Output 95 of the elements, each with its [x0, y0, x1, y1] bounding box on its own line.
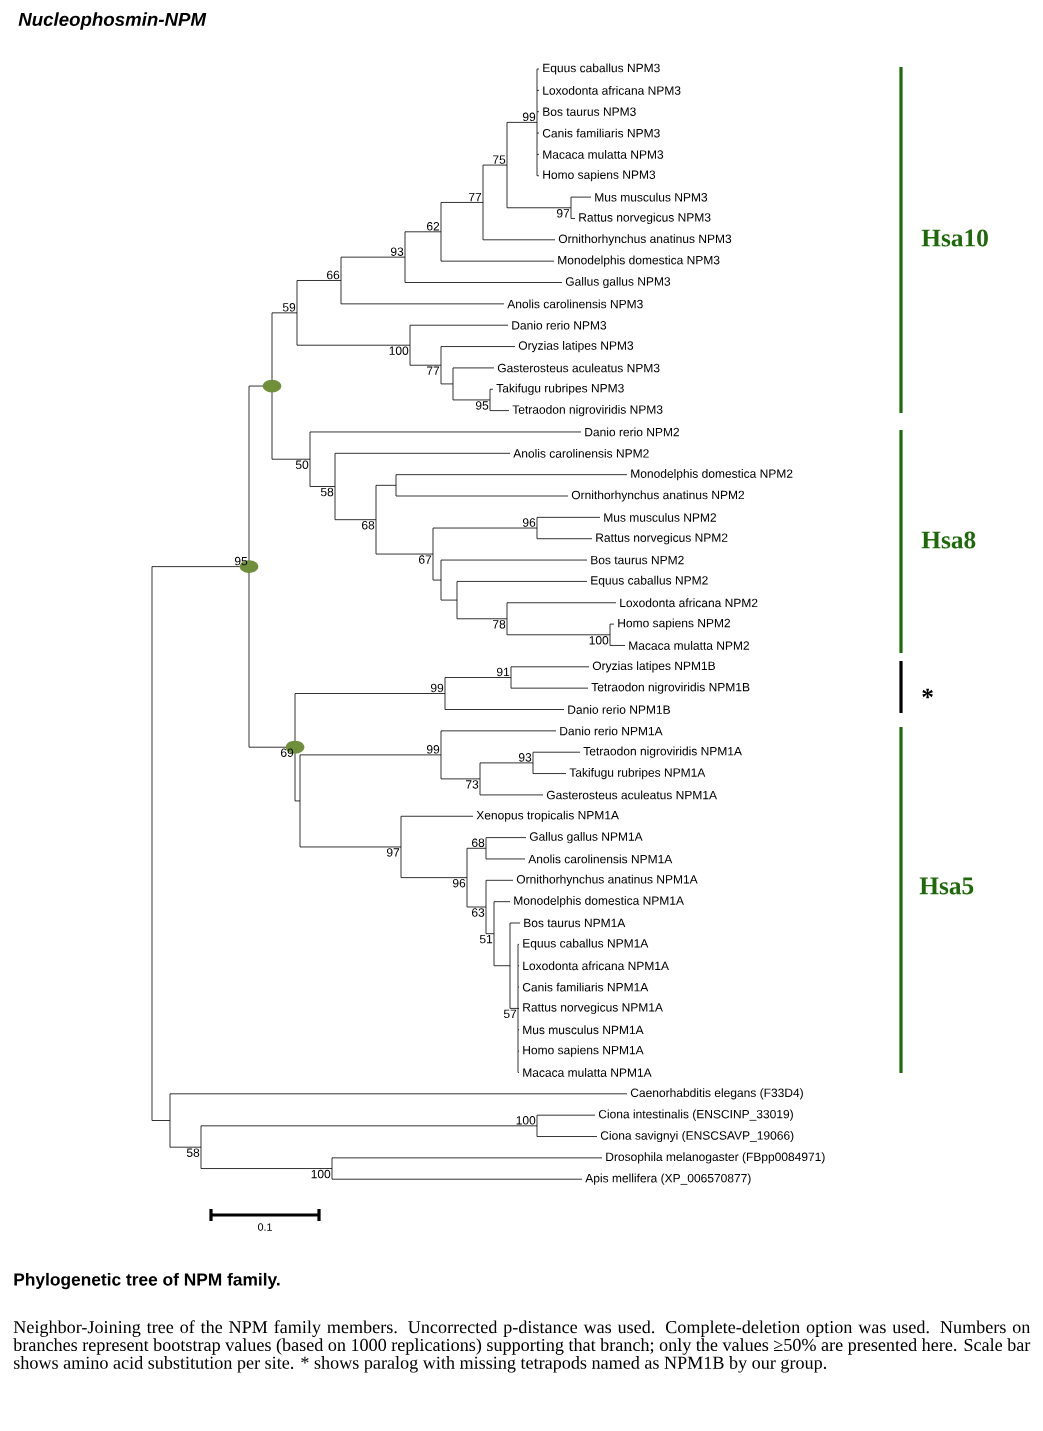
- taxon-label: Mus musculus NPM1A: [523, 1025, 644, 1035]
- taxon-label: Rattus norvegicus NPM3: [579, 212, 711, 225]
- taxon-label: Ornithorhynchus anatinus NPM3: [558, 234, 732, 246]
- taxon-label: Ciona savignyi (ENSCSAVP_19066): [600, 1130, 794, 1143]
- taxon-label: Gallus gallus NPM1A: [529, 832, 643, 844]
- bootstrap-value: 78: [493, 620, 506, 629]
- taxon-label: Oryzias latipes NPM1B: [592, 661, 715, 673]
- bootstrap-value: 68: [362, 520, 375, 530]
- taxon-label: Gasterosteus aculeatus NPM3: [497, 363, 660, 373]
- clade-label: Hsa5: [919, 877, 974, 895]
- taxon-label: Monodelphis domestica NPM2: [631, 469, 793, 481]
- bootstrap-value: 91: [496, 667, 510, 677]
- bootstrap-value: 99: [522, 112, 536, 122]
- taxon-label: Macaca mulatta NPM1A: [523, 1068, 652, 1077]
- taxon-label: Takifugu rubripes NPM1A: [569, 767, 706, 780]
- taxon-label: Canis familiaris NPM3: [542, 128, 660, 138]
- taxon-label: Homo sapiens NPM1A: [523, 1045, 644, 1057]
- taxon-label: Danio rerio NPM1B: [568, 705, 670, 714]
- bootstrap-value: 93: [390, 247, 404, 256]
- taxon-label: Apis mellifera (XP_006570877): [585, 1173, 751, 1185]
- taxon-label: Tetraodon nigroviridis NPM1A: [583, 746, 742, 758]
- bootstrap-value: 75: [493, 155, 506, 164]
- bootstrap-value: 77: [427, 366, 440, 375]
- taxon-label: Loxodonta africana NPM3: [543, 85, 681, 95]
- taxon-label: Macaca mulatta NPM2: [629, 641, 749, 650]
- taxon-label: Monodelphis domestica NPM1A: [514, 896, 684, 908]
- bootstrap-value: 62: [427, 222, 440, 231]
- bootstrap-value: 69: [281, 748, 294, 757]
- bootstrap-value: 57: [503, 1009, 517, 1019]
- caption-text: Neighbor-Joining tree of the NPM family members. Uncorrected p-distance was used. Complete-deletion option was used. Numbers on branches represent bootstrap values (based on 1000 replications) supporting that branch; only the values ≥50% are presented here. Scale bar shows amino acid substitution per site. * shows paralog with missing tetrapods named as NPM1B by our group.: [13, 1320, 1031, 1373]
- taxon-label: Loxodonta africana NPM2: [620, 598, 758, 608]
- taxon-label: Mus musculus NPM3: [595, 192, 708, 202]
- taxon-label: Bos taurus NPM1A: [524, 918, 626, 928]
- bootstrap-value: 67: [419, 555, 432, 564]
- taxon-label: Anolis carolinensis NPM1A: [528, 854, 673, 864]
- taxon-label: Ciona intestinalis (ENSCINP_33019): [598, 1109, 793, 1121]
- scale-label: 0.1: [258, 1223, 272, 1231]
- taxon-label: Homo sapiens NPM2: [618, 618, 730, 630]
- title: Nucleophosmin-NPM: [18, 12, 207, 30]
- taxon-label: Drosophila melanogaster (FBpp0084971): [606, 1152, 825, 1164]
- taxon-label: Rattus norvegicus NPM2: [596, 533, 728, 545]
- taxon-label: Tetraodon nigroviridis NPM1B: [591, 682, 750, 694]
- taxon-label: Ornithorhynchus anatinus NPM1A: [516, 874, 698, 886]
- bootstrap-value: 59: [282, 303, 296, 312]
- caption-heading: Phylogenetic tree of NPM family.: [14, 1272, 280, 1290]
- bootstrap-value: 68: [472, 838, 485, 848]
- bootstrap-value: 93: [518, 753, 532, 762]
- bootstrap-value: 100: [311, 1169, 331, 1179]
- bootstrap-value: 96: [452, 878, 466, 888]
- bootstrap-value: 100: [589, 636, 609, 645]
- taxon-label: Equus caballus NPM3: [543, 63, 660, 75]
- taxon-label: Canis familiaris NPM1A: [522, 982, 649, 992]
- bootstrap-value: 100: [389, 346, 409, 355]
- taxon-label: Takifugu rubripes NPM3: [496, 383, 624, 395]
- taxon-label: Mus musculus NPM2: [604, 512, 716, 522]
- taxon-label: Xenopus tropicalis NPM1A: [476, 810, 619, 822]
- bootstrap-value: 97: [556, 209, 570, 218]
- clade-label: *: [922, 688, 933, 699]
- bootstrap-value: 96: [522, 518, 536, 527]
- bootstrap-value: 51: [479, 934, 493, 944]
- bootstrap-value: 63: [472, 908, 485, 917]
- bootstrap-value: 77: [469, 192, 482, 202]
- taxon-label: Bos taurus NPM3: [543, 107, 636, 116]
- taxon-label: Tetraodon nigroviridis NPM3: [512, 405, 663, 417]
- bootstrap-value: 58: [320, 487, 334, 497]
- clade-label: Hsa10: [921, 229, 988, 247]
- taxon-label: Rattus norvegicus NPM1A: [523, 1002, 663, 1014]
- taxon-label: Equus caballus NPM1A: [523, 938, 649, 950]
- taxon-label: Ornithorhynchus anatinus NPM2: [571, 490, 745, 502]
- bootstrap-value: 95: [475, 401, 489, 410]
- taxon-label: Homo sapiens NPM3: [543, 170, 656, 182]
- taxon-label: Anolis carolinensis NPM3: [507, 299, 643, 309]
- taxon-label: Caenorhabditis elegans (F33D4): [630, 1088, 803, 1100]
- bootstrap-value: 100: [516, 1116, 536, 1125]
- taxon-label: Monodelphis domestica NPM3: [558, 255, 720, 267]
- taxon-label: Equus caballus NPM2: [591, 575, 708, 587]
- taxon-label: Bos taurus NPM2: [591, 555, 684, 565]
- taxon-label: Macaca mulatta NPM3: [543, 150, 664, 159]
- taxon-label: Oryzias latipes NPM3: [518, 340, 634, 353]
- bootstrap-value: 58: [186, 1148, 200, 1157]
- taxon-label: Gasterosteus aculeatus NPM1A: [546, 790, 717, 800]
- bootstrap-value: 73: [466, 780, 479, 789]
- taxon-label: Loxodonta africana NPM1A: [523, 961, 669, 971]
- bootstrap-value: 97: [386, 848, 400, 857]
- bootstrap-value: 95: [234, 556, 248, 566]
- taxon-label: Danio rerio NPM2: [585, 427, 679, 437]
- bootstrap-value: 50: [295, 460, 309, 469]
- clade-label: Hsa8: [921, 531, 976, 549]
- taxon-label: Danio rerio NPM3: [512, 320, 607, 330]
- taxon-label: Anolis carolinensis NPM2: [513, 448, 649, 458]
- taxon-label: Danio rerio NPM1A: [560, 726, 663, 736]
- bootstrap-value: 99: [426, 745, 440, 754]
- bootstrap-value: 99: [430, 683, 444, 693]
- bootstrap-value: 66: [327, 270, 340, 280]
- taxon-label: Gallus gallus NPM3: [565, 276, 671, 289]
